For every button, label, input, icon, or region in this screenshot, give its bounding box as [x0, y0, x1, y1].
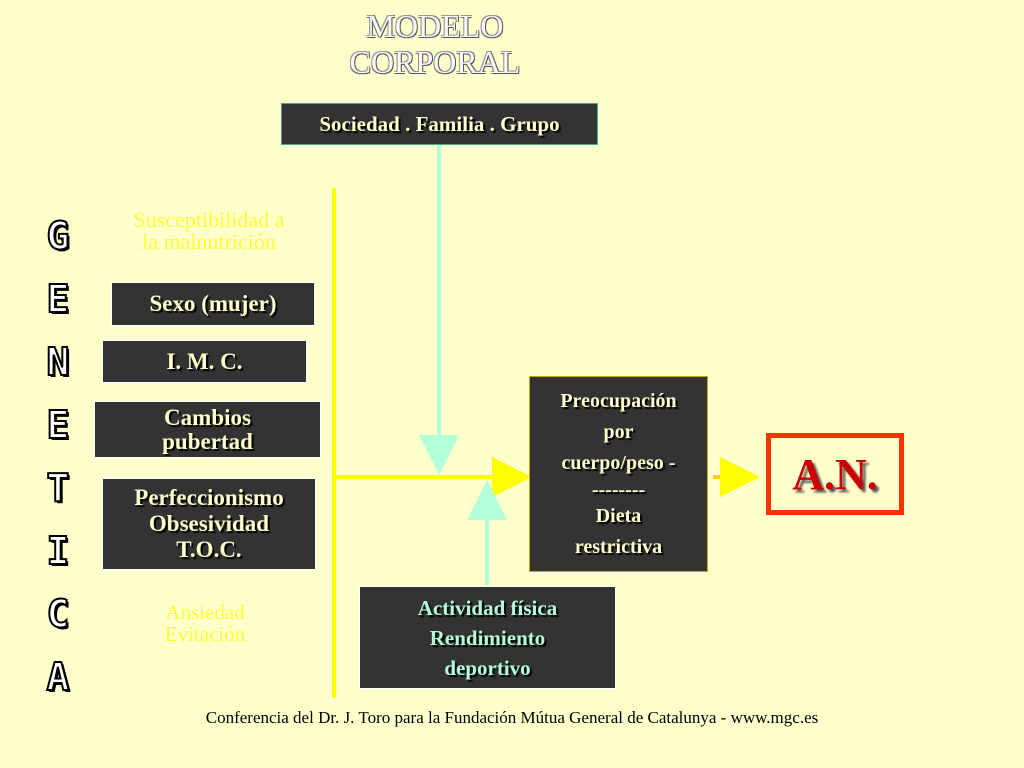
genetica-letter: N	[46, 339, 71, 385]
susceptibility-label: Susceptibilidad a la malnutrición	[100, 209, 318, 253]
outcome-label: A.N.	[792, 449, 878, 499]
factor-bmi-box: I. M. C.	[102, 340, 307, 383]
title-line2: CORPORAL	[349, 44, 521, 80]
activity-line2: Rendimiento	[429, 625, 546, 650]
factor-puberty-line2: pubertad	[162, 428, 253, 454]
genetica-letter: E	[46, 276, 71, 322]
factor-personality-line3: T.O.C.	[176, 537, 242, 562]
outcome-box: A.N.	[766, 433, 904, 515]
factor-sex-label: Sexo (mujer)	[149, 291, 277, 316]
activity-line1: Actividad física	[417, 595, 558, 620]
factor-bmi-label: I. M. C.	[166, 348, 243, 374]
society-label: Sociedad . Familia . Grupo	[319, 111, 560, 136]
factor-personality-box: Perfeccionismo Obsesividad T.O.C.	[102, 478, 316, 570]
susceptibility-line2: la malnutrición	[142, 229, 276, 254]
genetica-letter: I	[46, 528, 71, 574]
genetica-letter: A	[46, 654, 71, 700]
genetica-letter: G	[46, 213, 71, 259]
factor-puberty-box: Cambios pubertad	[94, 401, 321, 458]
concern-line1: Preocupación	[560, 389, 677, 412]
diagram-title: MODELO CORPORAL	[300, 8, 570, 80]
anxiety-line2: Evitación	[164, 622, 246, 646]
concern-line2: por	[603, 420, 634, 443]
factor-puberty-line1: Cambios	[164, 404, 251, 430]
footer-credit: Conferencia del Dr. J. Toro para la Fund…	[205, 708, 819, 727]
concern-line5: Dieta	[595, 504, 642, 527]
title-line1: MODELO	[366, 8, 504, 44]
factor-personality-line1: Perfeccionismo	[134, 485, 284, 510]
concern-line4: --------	[591, 478, 646, 501]
anxiety-line1: Ansiedad	[165, 600, 245, 624]
factor-sex-box: Sexo (mujer)	[111, 282, 315, 326]
activity-box: Actividad física Rendimiento deportivo	[359, 586, 616, 689]
society-box: Sociedad . Familia . Grupo	[281, 103, 598, 145]
concern-box: Preocupación por cuerpo/peso - -------- …	[529, 376, 708, 572]
genetica-letter: C	[46, 591, 71, 637]
concern-line6: restrictiva	[574, 535, 663, 558]
factor-personality-line2: Obsesividad	[148, 511, 270, 536]
genetica-letter: T	[46, 465, 71, 511]
genetica-letter: E	[46, 402, 71, 448]
susceptibility-line1: Susceptibilidad a	[133, 207, 285, 232]
anxiety-label: Ansiedad Evitación	[120, 601, 290, 645]
genetica-vertical-label: G E N E T I C A	[30, 205, 86, 709]
concern-line3: cuerpo/peso -	[561, 451, 676, 474]
activity-line3: deportivo	[444, 655, 531, 680]
